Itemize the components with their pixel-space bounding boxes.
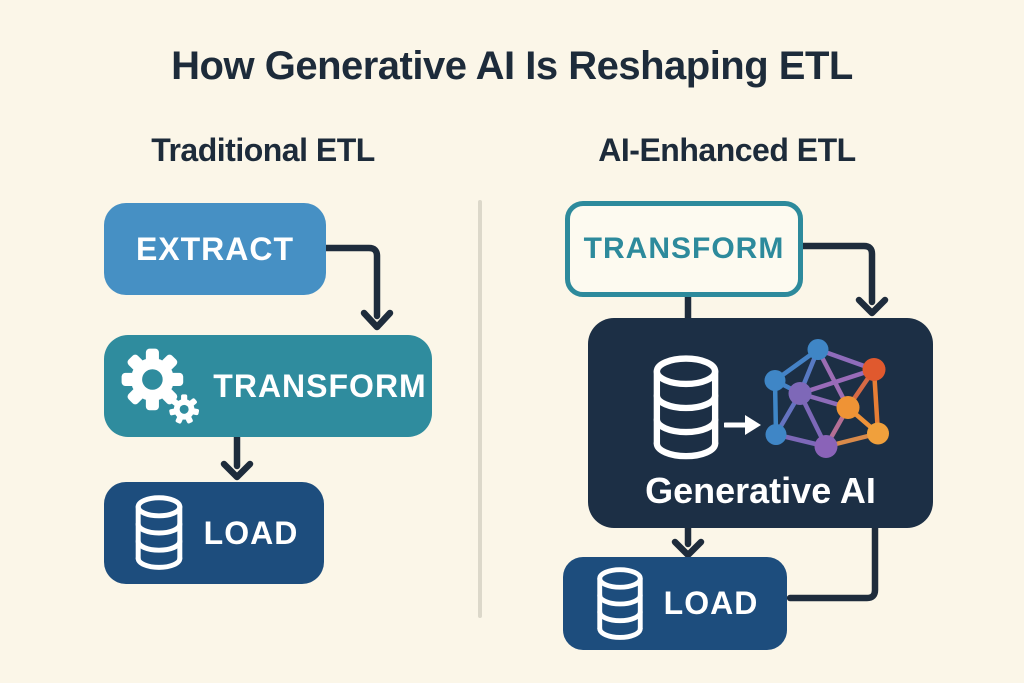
extract-label: EXTRACT bbox=[135, 230, 295, 267]
transform-step-box: TRANSFORM bbox=[104, 335, 432, 437]
extract-step-box: EXTRACT bbox=[104, 203, 326, 295]
connector-extract-to-transform bbox=[322, 244, 381, 320]
database-icon bbox=[653, 355, 719, 460]
ai-transform-label: TRANSFORM bbox=[583, 232, 785, 265]
arrowhead-transform-to-load bbox=[220, 460, 254, 481]
load-label: LOAD bbox=[203, 514, 299, 551]
arrowhead-genai-to-load bbox=[671, 538, 705, 559]
page-title: How Generative AI Is Reshaping ETL bbox=[171, 44, 853, 88]
connector-genai-right-to-load bbox=[786, 524, 879, 602]
transform-label: TRANSFORM bbox=[213, 367, 427, 404]
gear-large bbox=[121, 348, 184, 411]
connector-transform-right-to-genai bbox=[799, 242, 876, 306]
arrow-right-icon bbox=[724, 415, 761, 435]
ai-load-box: LOAD bbox=[563, 557, 787, 650]
ai-load-label: LOAD bbox=[663, 585, 759, 621]
load-step-box: LOAD bbox=[104, 482, 324, 584]
generative-ai-label: Generative AI bbox=[645, 470, 876, 511]
traditional-etl-header: Traditional ETL bbox=[151, 132, 375, 168]
database-icon bbox=[596, 566, 643, 640]
column-divider bbox=[478, 200, 482, 618]
neural-network-nodes bbox=[764, 339, 889, 458]
database-icon bbox=[135, 495, 182, 570]
generative-ai-box: Generative AI bbox=[588, 318, 933, 528]
arrowhead-transform-to-genai bbox=[855, 296, 889, 317]
ai-transform-box: TRANSFORM bbox=[565, 201, 803, 297]
gear-icon bbox=[121, 348, 200, 424]
ai-enhanced-etl-header: AI-Enhanced ETL bbox=[598, 132, 856, 168]
arrowhead-extract-to-transform bbox=[360, 309, 394, 331]
neural-network-icon bbox=[764, 339, 889, 458]
